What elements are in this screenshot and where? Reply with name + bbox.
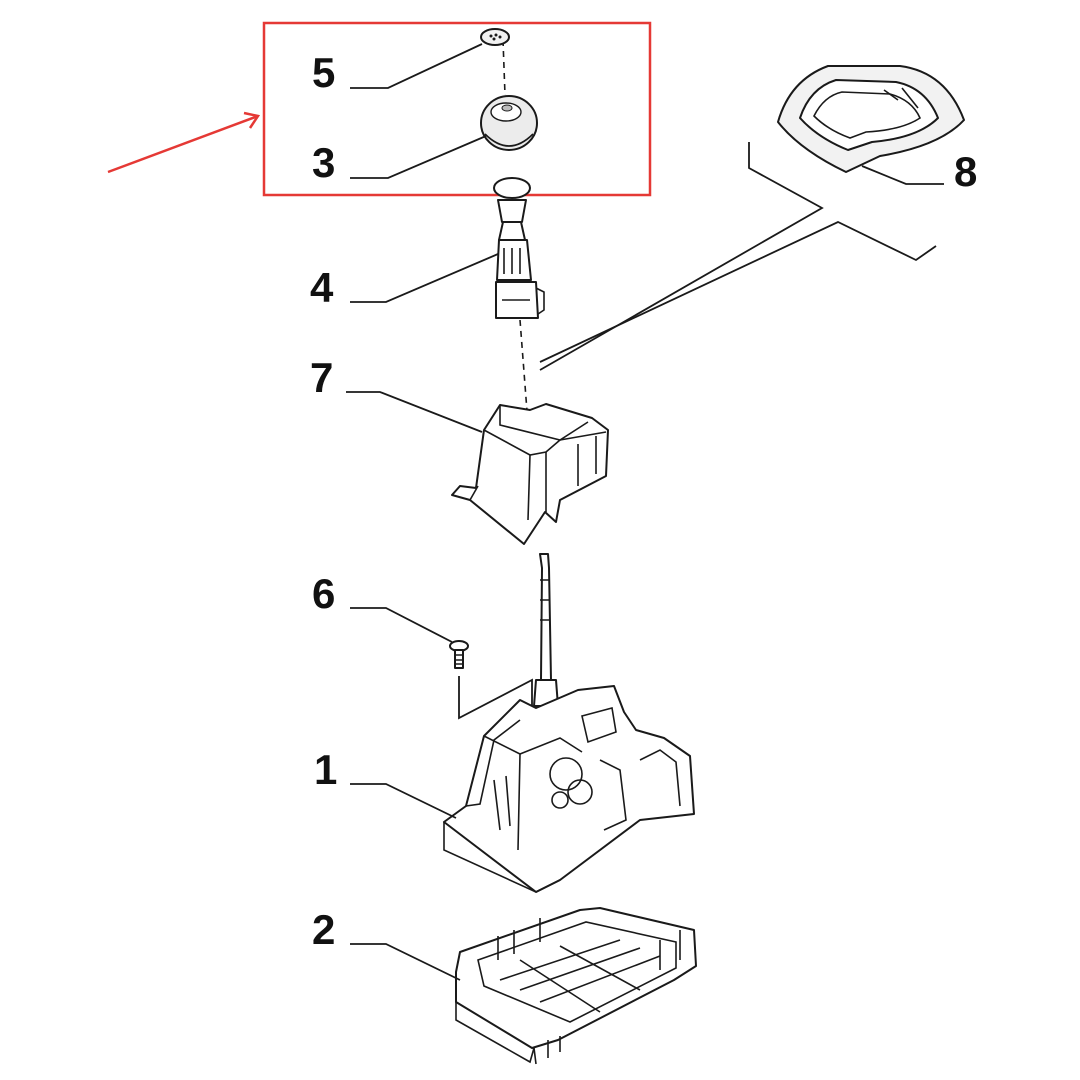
callout-8: 8 — [954, 148, 977, 195]
part-1-gear-selector — [443, 553, 695, 893]
callout-4: 4 — [310, 264, 334, 311]
part-2-mounting-bracket — [455, 907, 697, 1065]
leader-2 — [350, 943, 461, 981]
part-3-gear-knob — [480, 95, 538, 151]
callout-3: 3 — [312, 139, 335, 186]
callout-5: 5 — [312, 49, 335, 96]
leader-6 — [350, 607, 453, 643]
leader-8 — [861, 165, 944, 185]
part-8-bracket-lines — [539, 142, 937, 371]
callout-1: 1 — [314, 746, 337, 793]
part-6-guide-line — [458, 676, 533, 720]
highlight-box — [262, 21, 652, 197]
part-4-lever-head — [493, 177, 545, 319]
callout-7: 7 — [310, 354, 333, 401]
part-7-shift-housing — [451, 403, 609, 545]
part-6-screw — [449, 640, 469, 669]
highlight-arrow — [107, 111, 261, 174]
callout-2: 2 — [312, 906, 335, 953]
callout-6: 6 — [312, 570, 335, 617]
leader-4 — [350, 253, 499, 303]
part-5-knob-cap — [480, 28, 510, 46]
leader-1 — [350, 783, 457, 819]
leader-3 — [350, 135, 487, 179]
leader-5 — [350, 43, 483, 89]
leader-7 — [346, 391, 483, 433]
leader-lines — [346, 43, 944, 981]
assembly-axis — [502, 39, 506, 96]
part-8-console-trim — [777, 65, 965, 173]
